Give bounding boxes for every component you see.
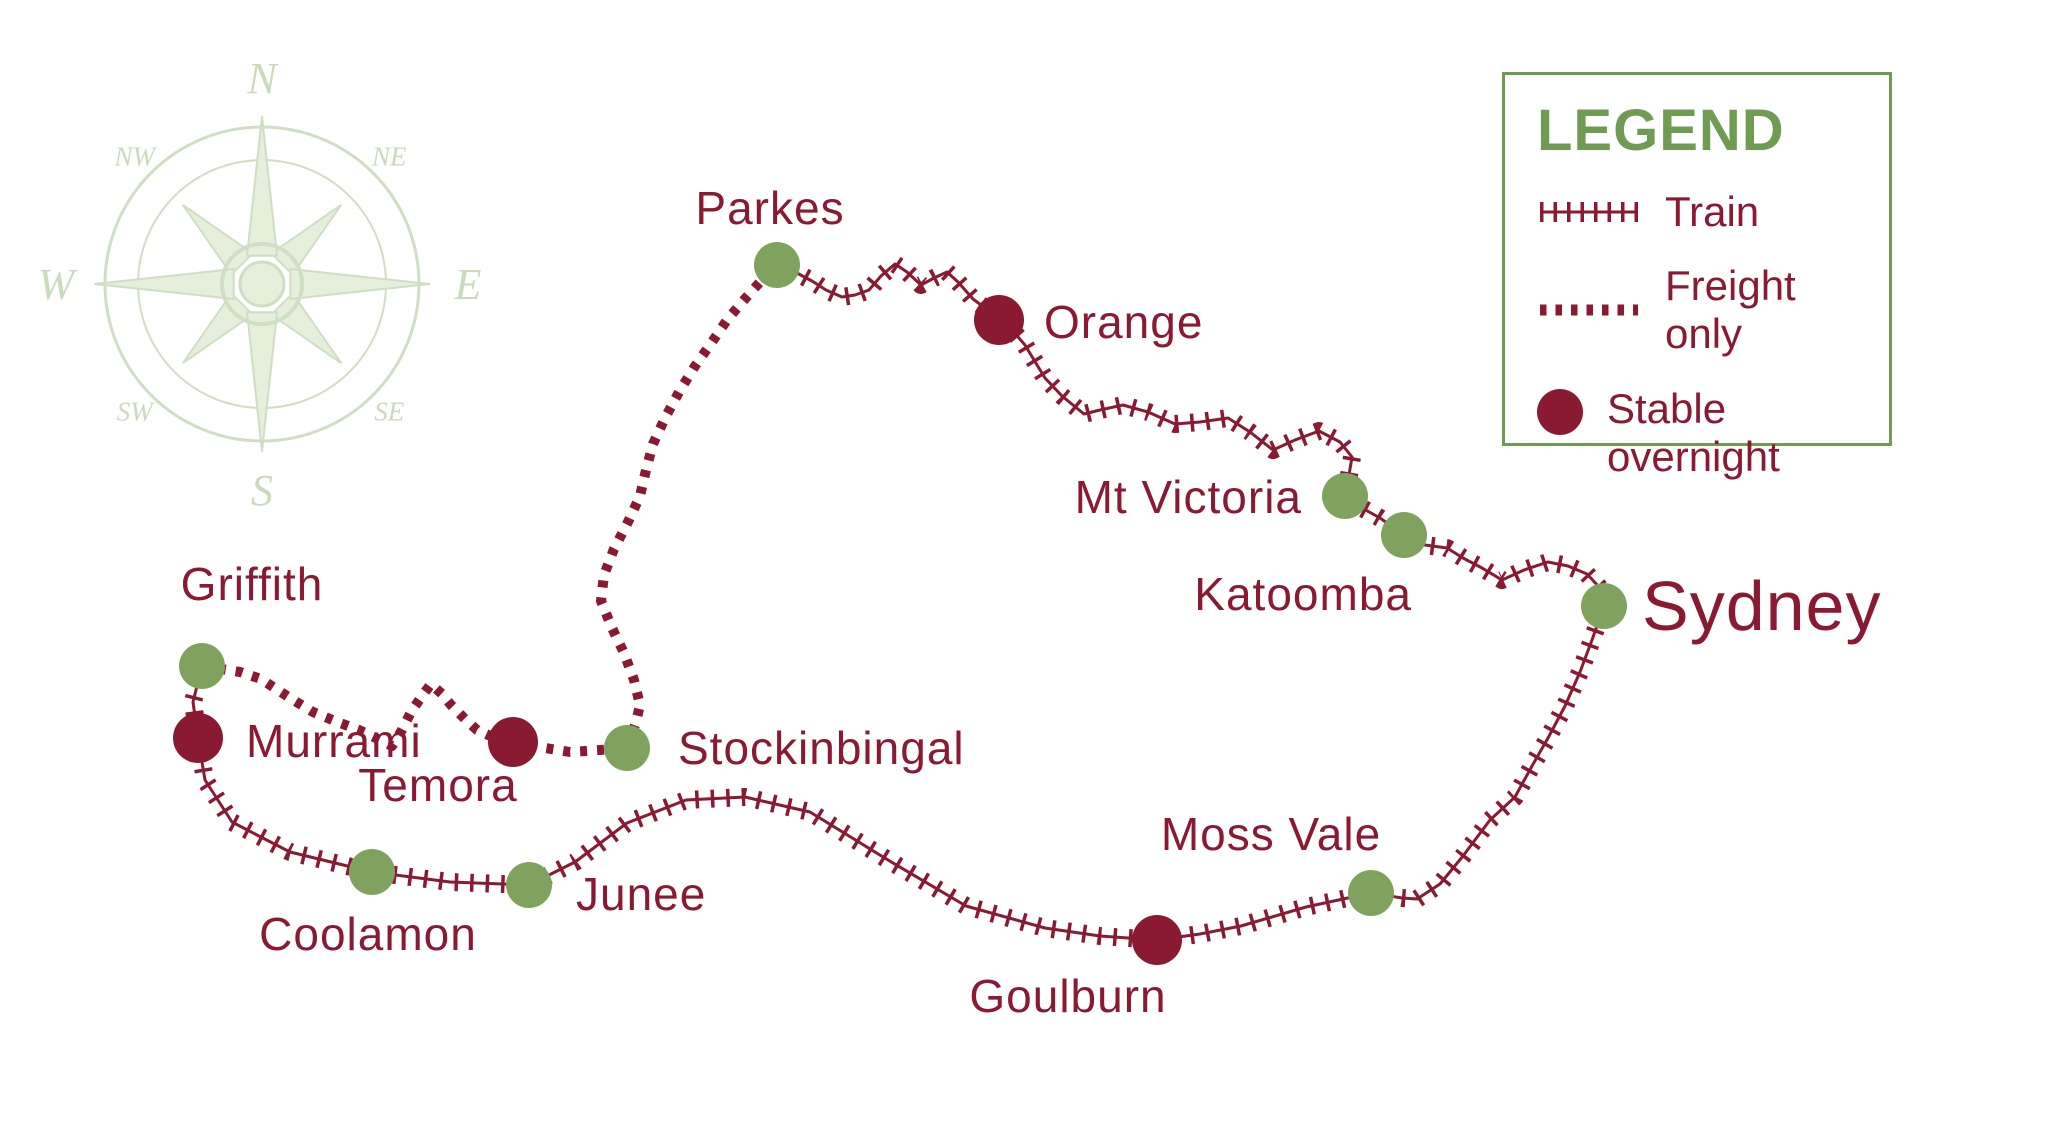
route-freight-griffith-temora [201,661,515,751]
compass-label-S: S [251,466,273,515]
station-parkes: Parkes [695,182,844,288]
station-label: Moss Vale [1161,808,1381,860]
station-dot [754,242,800,288]
compass-label-NW: NW [113,142,157,172]
stable-overnight-dot [974,295,1024,345]
station-coolamon: Coolamon [259,849,477,960]
legend-label-train: Train [1665,187,1760,235]
compass-label-N: N [246,54,279,103]
stable-overnight-icon [1537,388,1583,435]
station-label: Mt Victoria [1075,471,1302,523]
station-stockinbingal: Stockinbingal [604,722,965,774]
route-freight-stockinbingal-parkes [596,261,781,750]
station-dot [1381,512,1427,558]
compass-label-W: W [38,260,78,309]
station-label: Parkes [695,182,844,234]
train-line-icon [1540,202,1638,223]
legend-item-freight: Freight only [1537,262,1857,359]
stable-overnight-dot [1132,915,1182,965]
legend-item-stable: Stable overnight [1537,385,1857,482]
station-label: Stockinbingal [678,722,965,774]
station-moss-vale: Moss Vale [1161,808,1394,916]
stable-overnight-dot [173,713,223,763]
station-dot [1581,583,1627,629]
station-junee: Junee [506,862,706,920]
route-train-main [189,255,1613,949]
legend-label-freight: Freight only [1665,262,1796,358]
legend-title: LEGEND [1537,98,1785,163]
legend-item-train: Train [1537,188,1857,236]
station-dot [349,849,395,895]
station-dot [1348,870,1394,916]
legend-label-stable: Stable overnight [1607,384,1780,481]
station-label: Orange [1044,296,1203,348]
station-temora: Temora [358,717,538,811]
compass-label-NE: NE [371,142,407,172]
freight-line-icon [1540,304,1638,316]
station-label: Temora [358,759,517,811]
station-goulburn: Goulburn [969,915,1182,1022]
stable-overnight-dot [488,717,538,767]
station-label: Goulburn [969,970,1166,1022]
station-label: Griffith [181,558,324,610]
compass-label-SE: SE [374,396,405,426]
compass-label-E: E [454,260,482,309]
station-mt-victoria: Mt Victoria [1075,471,1368,523]
station-label: Murrami [246,715,422,767]
station-dot [506,862,552,908]
compass-label-SW: SW [117,396,156,426]
station-dot [179,643,225,689]
station-label: Sydney [1642,567,1881,645]
station-label: Katoomba [1194,568,1412,620]
station-label: Junee [576,868,706,920]
station-sydney: Sydney [1581,567,1881,645]
station-label: Coolamon [259,908,477,960]
station-dot [604,725,650,771]
station-dot [1322,473,1368,519]
compass-rose-icon: N NE E SE S SW W NW [38,54,482,515]
station-griffith: Griffith [179,558,324,689]
station-murrami: Murrami [173,713,422,767]
station-katoomba: Katoomba [1194,512,1427,620]
legend: LEGEND Train Freight only Stable overnig… [1502,72,1892,480]
station-orange: Orange [974,295,1203,348]
